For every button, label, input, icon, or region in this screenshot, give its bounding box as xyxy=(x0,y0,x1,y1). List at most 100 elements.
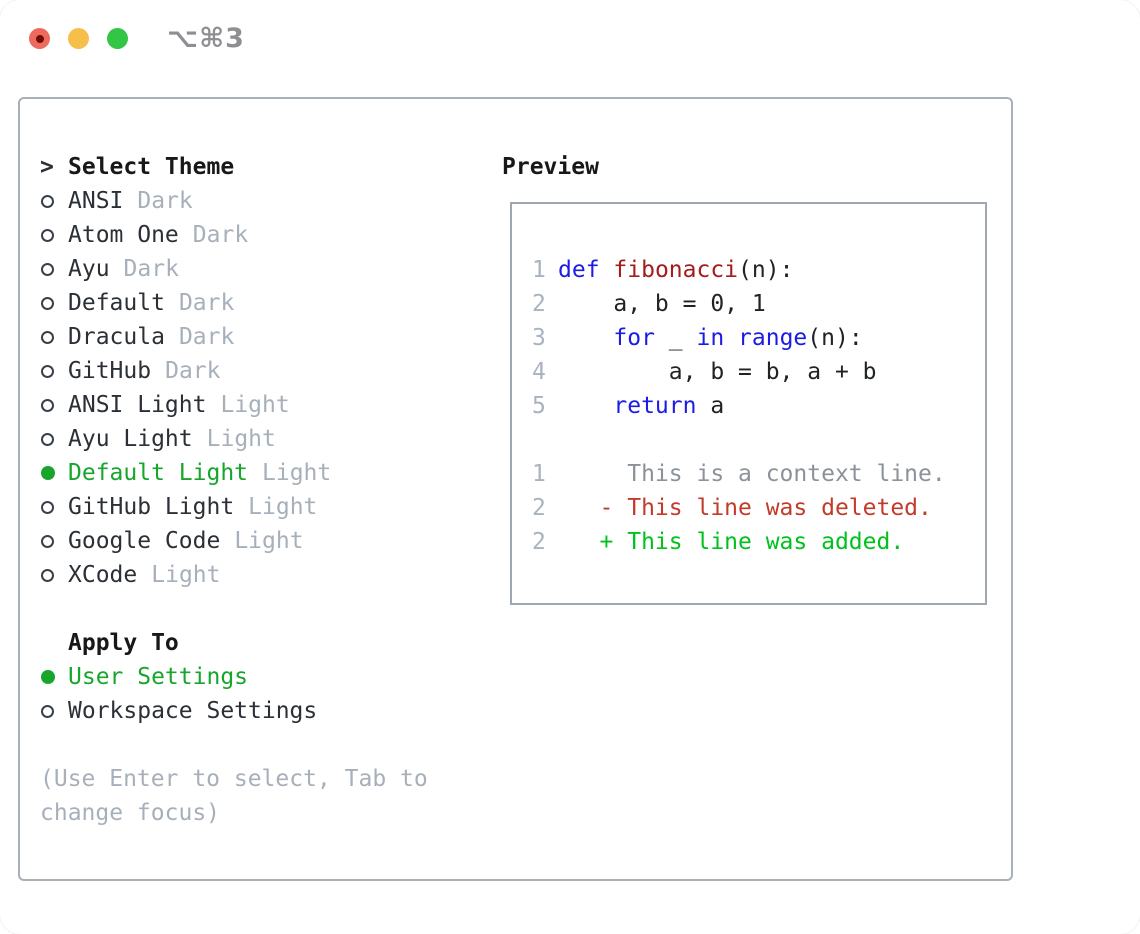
preview-line: 4 a, b = b, a + b xyxy=(532,355,985,389)
apply-to-option-label: User Settings xyxy=(68,664,249,690)
theme-option[interactable]: Dracula Dark xyxy=(40,320,490,354)
radio-cell xyxy=(40,286,68,320)
apply-to-option[interactable]: Workspace Settings xyxy=(40,694,490,728)
line-number: 2 xyxy=(532,495,546,521)
radio-unselected-icon xyxy=(41,296,54,310)
radio-cell xyxy=(40,354,68,388)
cursor-icon: > xyxy=(40,154,54,180)
theme-option[interactable]: ANSI Light Light xyxy=(40,388,490,422)
preview-line: 2 + This line was added. xyxy=(532,525,985,559)
code-segment-pl xyxy=(558,325,613,351)
theme-option[interactable]: Ayu Light Light xyxy=(40,422,490,456)
theme-option-label: Ayu Light xyxy=(68,426,193,452)
code-segment-pl: _ xyxy=(654,325,697,351)
theme-option-label: GitHub Light xyxy=(68,494,235,520)
preview-line: 1 This is a context line. xyxy=(532,457,985,491)
unsaved-changes-dot-icon xyxy=(35,34,44,43)
code-segment-kw: range xyxy=(738,325,808,351)
radio-unselected-icon xyxy=(41,194,54,208)
theme-option[interactable]: GitHub Light Light xyxy=(40,490,490,524)
radio-unselected-icon xyxy=(41,364,54,378)
code-segment-del: - This line was deleted. xyxy=(558,495,932,521)
apply-to-heading: Apply To xyxy=(68,630,179,656)
close-button[interactable] xyxy=(29,28,50,49)
minimize-button[interactable] xyxy=(68,28,89,49)
code-segment-kw: return xyxy=(613,393,697,419)
radio-cell xyxy=(40,184,68,218)
code-segment-pl: a, b = 0, 1 xyxy=(558,291,766,317)
radio-cell xyxy=(40,524,68,558)
radio-cell xyxy=(40,660,68,694)
select-theme-heading-row: > Select Theme xyxy=(40,150,490,184)
line-number: 4 xyxy=(532,359,546,385)
line-number: 2 xyxy=(532,291,546,317)
radio-selected-icon xyxy=(41,466,55,480)
selection-cursor-cell: > xyxy=(40,150,68,184)
radio-cell xyxy=(40,218,68,252)
code-segment-pl: (n): xyxy=(807,325,863,351)
code-segment-ctx: This is a context line. xyxy=(558,461,946,487)
preview-heading: Preview xyxy=(502,154,599,180)
theme-option[interactable]: ANSI Dark xyxy=(40,184,490,218)
radio-cell xyxy=(40,558,68,592)
theme-variant-badge: Light xyxy=(248,494,318,520)
zoom-button[interactable] xyxy=(107,28,128,49)
theme-option-label: Atom One xyxy=(68,222,179,248)
theme-option-label: GitHub xyxy=(68,358,152,384)
radio-unselected-icon xyxy=(41,568,54,582)
radio-cell xyxy=(40,252,68,286)
theme-option-label: XCode xyxy=(68,562,138,588)
theme-option-label: Dracula xyxy=(68,324,165,350)
theme-variant-badge: Dark xyxy=(178,290,235,316)
preview-line: 5 return a xyxy=(532,389,985,423)
theme-option[interactable]: Default Dark xyxy=(40,286,490,320)
code-segment-pl xyxy=(558,393,613,419)
theme-variant-badge: Light xyxy=(262,460,332,486)
theme-variant-badge: Light xyxy=(206,426,276,452)
theme-option-label: Ayu xyxy=(68,256,110,282)
preview-line: 2 a, b = 0, 1 xyxy=(532,287,985,321)
theme-option-label: Default xyxy=(68,290,165,316)
line-number: 2 xyxy=(532,529,546,555)
apply-to-option[interactable]: User Settings xyxy=(40,660,490,694)
theme-option[interactable]: Default Light Light xyxy=(40,456,490,490)
radio-unselected-icon xyxy=(41,500,54,514)
theme-variant-badge: Dark xyxy=(178,324,235,350)
code-segment-pl xyxy=(724,325,738,351)
theme-option-label: ANSI xyxy=(68,188,124,214)
code-segment-fn: fibonacci xyxy=(613,257,739,283)
radio-cell xyxy=(40,388,68,422)
theme-variant-badge: Light xyxy=(234,528,304,554)
theme-option-label: Default Light xyxy=(68,460,249,486)
theme-variant-badge: Light xyxy=(220,392,290,418)
theme-variant-badge: Dark xyxy=(165,358,221,384)
line-number: 3 xyxy=(532,325,546,351)
theme-option[interactable]: GitHub Dark xyxy=(40,354,490,388)
line-number: 5 xyxy=(532,393,546,419)
theme-variant-badge: Dark xyxy=(123,256,179,282)
apply-to-option-label: Workspace Settings xyxy=(68,698,318,724)
radio-unselected-icon xyxy=(41,262,54,276)
radio-cell xyxy=(40,422,68,456)
code-segment-pl xyxy=(600,257,614,283)
radio-cell xyxy=(40,320,68,354)
line-number: 1 xyxy=(532,461,546,487)
code-segment-kw: def xyxy=(558,257,600,283)
theme-option-label: ANSI Light xyxy=(68,392,207,418)
theme-option[interactable]: Ayu Dark xyxy=(40,252,490,286)
code-segment-kw: for xyxy=(613,325,655,351)
spacer xyxy=(40,592,490,626)
window-title: ⌥⌘3 xyxy=(167,23,245,54)
radio-cell xyxy=(40,490,68,524)
theme-variant-badge: Dark xyxy=(137,188,193,214)
preview-line xyxy=(532,423,985,457)
code-segment-pl: a xyxy=(696,393,725,419)
radio-unselected-icon xyxy=(41,330,54,344)
